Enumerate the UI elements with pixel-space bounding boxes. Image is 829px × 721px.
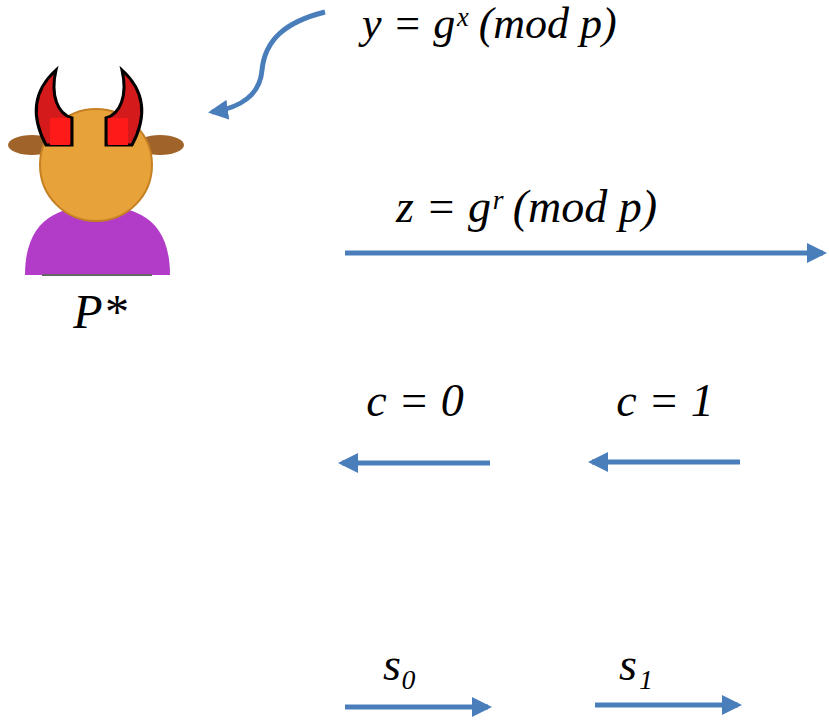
message-arrow [595,703,738,708]
message-arrow [342,461,490,466]
message-arrow [345,705,488,710]
response-label: s₁ [619,640,653,691]
response-label: s₀ [383,640,417,691]
message-arrow [592,460,740,465]
challenge-label: c = 0 [366,376,463,427]
prover-figure [8,70,184,275]
party-name: P* [73,286,126,339]
commitment-formula: z = gʳ (mod p) [396,182,657,233]
challenge-label: c = 1 [616,376,713,427]
pointer-arrow [212,12,325,112]
public-key-formula: y = gˣ (mod p) [362,0,617,48]
message-arrow [345,251,823,256]
